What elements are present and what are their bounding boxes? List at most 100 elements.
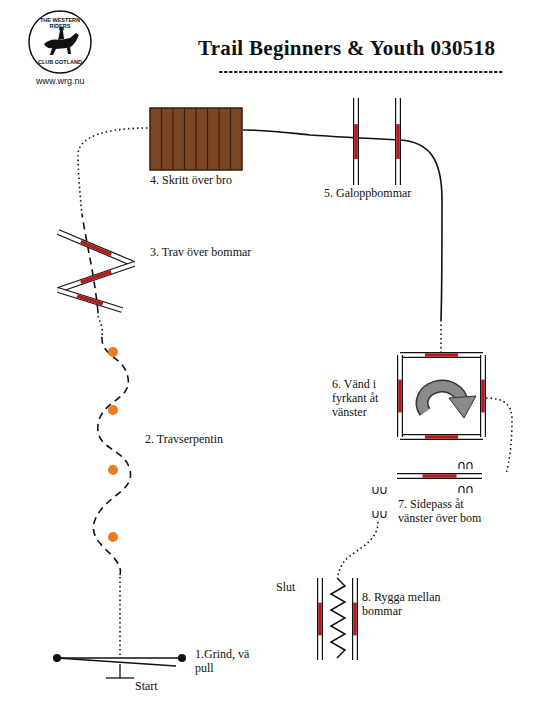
pole-outline: [397, 473, 482, 479]
pole-outline: [400, 352, 483, 358]
pole: [355, 578, 356, 660]
obstacle-label: 4. Skritt över bro: [150, 174, 290, 188]
plank-line: [207, 108, 208, 170]
pole-outline: [58, 264, 134, 290]
obstacle-label: 6. Vänd i fyrkant åt vänster: [332, 378, 394, 419]
pole-white: [400, 435, 483, 439]
logo-text: THE WESTERN RIDERS: [35, 17, 85, 30]
pole-red: [481, 380, 485, 413]
start-label: Start: [135, 680, 185, 694]
pole-white: [58, 264, 134, 290]
pole-red: [425, 435, 458, 439]
pole-white: [318, 578, 322, 660]
pole-outline: [58, 232, 134, 264]
pole: [400, 355, 401, 437]
obstacle-label: 8. Rygga mellan bommar: [362, 591, 462, 619]
logo-text: CLUB GOTLAND: [37, 59, 83, 65]
pole-white: [398, 355, 402, 437]
turn-arrow-head: [449, 396, 476, 418]
start-mark: [106, 677, 134, 678]
plank-line: [230, 108, 231, 170]
website-url: www.wrg.nu: [36, 76, 106, 86]
hoof-mark: [459, 487, 472, 494]
pole-white: [400, 353, 483, 357]
gate-post: [178, 654, 186, 662]
pole-red: [398, 380, 402, 413]
pole: [356, 98, 357, 185]
pole-white: [58, 290, 122, 310]
route-dashed: [93, 335, 130, 575]
pole-red: [318, 603, 322, 636]
logo-rider: [58, 31, 64, 40]
plank-line: [218, 108, 219, 170]
pole-outline: [480, 355, 486, 437]
pole-white: [397, 474, 482, 478]
start-mark: [119, 664, 120, 678]
pole: [58, 290, 122, 310]
route-dotted: [338, 522, 378, 575]
pole: [320, 578, 321, 660]
bridge: [150, 108, 242, 170]
pole-red: [423, 474, 457, 478]
route-dotted: [440, 320, 442, 352]
pole-outline: [58, 290, 122, 310]
pole-red: [81, 272, 111, 282]
cone: [108, 532, 118, 542]
plank-line: [161, 108, 162, 170]
pole-white: [481, 355, 485, 437]
obstacle-label: 7. Sidepass åt vänster över bom: [398, 498, 482, 526]
obstacle-label: 2. Travserpentin: [145, 433, 285, 447]
plank-line: [195, 108, 196, 170]
plank-line: [172, 108, 173, 170]
pole-white: [396, 98, 400, 185]
pole-outline: [353, 98, 359, 185]
pole-red: [354, 124, 358, 159]
hoof-mark: [373, 511, 386, 518]
pole: [398, 98, 399, 185]
cone: [108, 465, 118, 475]
route-solid: [243, 130, 442, 320]
gate-bar: [57, 658, 176, 666]
pole: [400, 437, 483, 438]
pole: [483, 355, 484, 437]
gate-post: [53, 654, 61, 662]
pole-red: [353, 603, 357, 636]
hoof-mark: [459, 463, 472, 470]
pole: [400, 355, 483, 356]
finish-label: Slut: [276, 581, 316, 595]
route-dotted: [78, 128, 148, 215]
pole-red: [81, 242, 111, 255]
pole-outline: [395, 98, 401, 185]
pole-outline: [397, 355, 403, 437]
route-dotted: [486, 398, 512, 474]
route-dotted: [98, 312, 102, 335]
backup-zigzag: [331, 578, 345, 658]
route: [78, 128, 512, 655]
cones: [108, 347, 118, 542]
obstacle-label: 1.Grind, vä pull: [195, 648, 257, 676]
cone: [108, 347, 118, 357]
course-title: Trail Beginners & Youth 030518: [198, 36, 495, 61]
obstacle-label: 5. Galoppbommar: [324, 187, 464, 201]
pole-white: [58, 232, 134, 264]
turn-arrow: [422, 386, 476, 418]
pole-outline: [400, 434, 483, 440]
pole: [58, 232, 134, 264]
gate: [53, 654, 186, 678]
pole: [58, 264, 134, 290]
bridge-planks: [162, 108, 231, 170]
pole-outline: [352, 578, 358, 660]
hoof-mark: [373, 487, 386, 494]
pole-white: [353, 578, 357, 660]
bridge-deck: [150, 108, 242, 170]
title-underline: [220, 71, 505, 73]
route-dotted: [119, 575, 121, 655]
pole-red: [77, 296, 103, 304]
pole-white: [354, 98, 358, 185]
pole: [397, 476, 482, 477]
pole-red: [425, 353, 458, 357]
poles: [58, 98, 483, 660]
pole-outline: [317, 578, 323, 660]
